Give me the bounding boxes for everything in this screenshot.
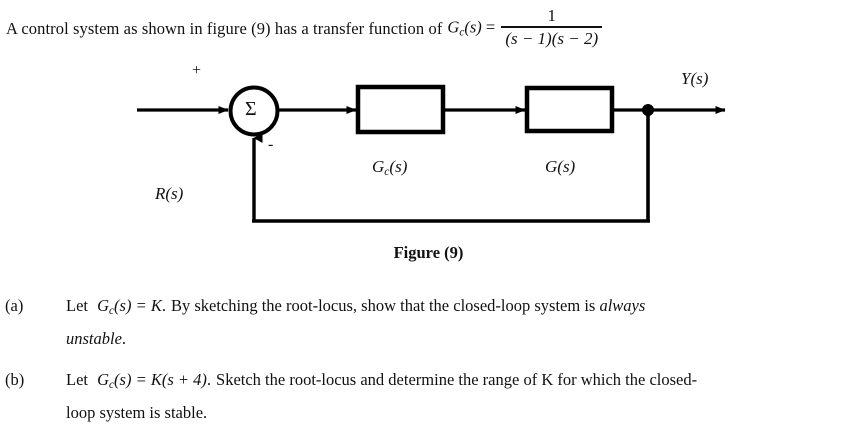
question-a-gc-symbol: G	[97, 296, 110, 315]
question-b-tag: (b)	[5, 370, 25, 389]
controller-label-subscript: c	[384, 165, 390, 179]
intro-gc-argument: (s)	[464, 17, 482, 37]
intro-fraction: 1 (s − 1)(s − 2)	[501, 6, 603, 49]
question-a-emphasis-unstable: unstable	[66, 329, 122, 349]
question-item-a: (a) Let Gc(s) = K.By sketching the root-…	[0, 292, 857, 350]
question-a-body: Let Gc(s) = K.By sketching the root-locu…	[66, 292, 851, 352]
question-b-line1-post: Sketch the root-locus and determine the …	[216, 370, 698, 389]
question-item-b: (b) Let Gc(s) = K(s + 4).Sketch the root…	[0, 366, 857, 424]
question-a-expression: Gc(s) = K	[97, 296, 162, 318]
question-b-expression: Gc(s) = K(s + 4)	[97, 370, 207, 392]
question-b-period: .	[206, 370, 212, 389]
question-b-gc-subscript: c	[109, 379, 115, 392]
intro-fraction-numerator: 1	[547, 6, 556, 25]
intro-fraction-bar	[501, 26, 603, 28]
controller-label-argument: (s)	[389, 157, 408, 176]
intro-gc-symbol: G	[447, 17, 460, 37]
block-diagram: Σ + - R(s) Y(s) Gc(s) G(s)	[0, 58, 857, 238]
controller-block-rect	[355, 84, 446, 135]
controller-label-main: G	[372, 157, 385, 176]
intro-transfer-function-expression: Gc(s) = 1 (s − 1)(s − 2)	[447, 6, 604, 50]
question-a-line1-pre: Let	[66, 296, 88, 315]
question-b-gc-equals: = K(s + 4)	[135, 370, 207, 389]
plus-sign-label: +	[192, 62, 202, 79]
controller-block-label: Gc(s)	[372, 157, 407, 178]
input-signal-label: R(s)	[155, 184, 184, 203]
plant-block-label: G(s)	[545, 157, 575, 177]
question-a-period: .	[161, 296, 166, 315]
summing-junction-symbol: Σ	[245, 98, 257, 120]
question-b-body: Let Gc(s) = K(s + 4).Sketch the root-loc…	[66, 366, 851, 426]
question-b-gc-argument: (s)	[114, 370, 132, 389]
question-a-emphasis-always: always	[599, 296, 646, 315]
question-a-gc-argument: (s)	[114, 296, 132, 315]
question-b-gc-symbol: G	[97, 370, 110, 389]
question-a-gc-subscript: c	[109, 305, 115, 318]
minus-sign-label: -	[268, 136, 274, 153]
intro-equals-sign: =	[485, 17, 496, 37]
intro-fraction-denominator: (s − 1)(s − 2)	[505, 28, 599, 48]
intro-gc-subscript: c	[459, 26, 465, 39]
question-a-line2-period: .	[121, 329, 127, 349]
question-a-line1-post: By sketching the root-locus, show that t…	[170, 296, 596, 315]
block-diagram-svg	[137, 84, 726, 223]
question-a-gc-equals: = K	[135, 296, 162, 315]
intro-statement: A control system as shown in figure (9) …	[6, 6, 851, 50]
question-a-tag: (a)	[5, 296, 24, 315]
question-a-line2: unstable.	[66, 325, 851, 352]
figure-caption: Figure (9)	[393, 243, 464, 262]
plant-block-rect	[524, 85, 615, 134]
plant-label-argument: (s)	[557, 157, 576, 176]
question-b-line2: loop system is stable.	[66, 403, 208, 423]
output-signal-label: Y(s)	[681, 69, 709, 88]
question-b-line1-pre: Let	[66, 370, 88, 389]
intro-text: A control system as shown in figure (9) …	[6, 18, 443, 38]
plant-label-main: G	[545, 157, 558, 176]
